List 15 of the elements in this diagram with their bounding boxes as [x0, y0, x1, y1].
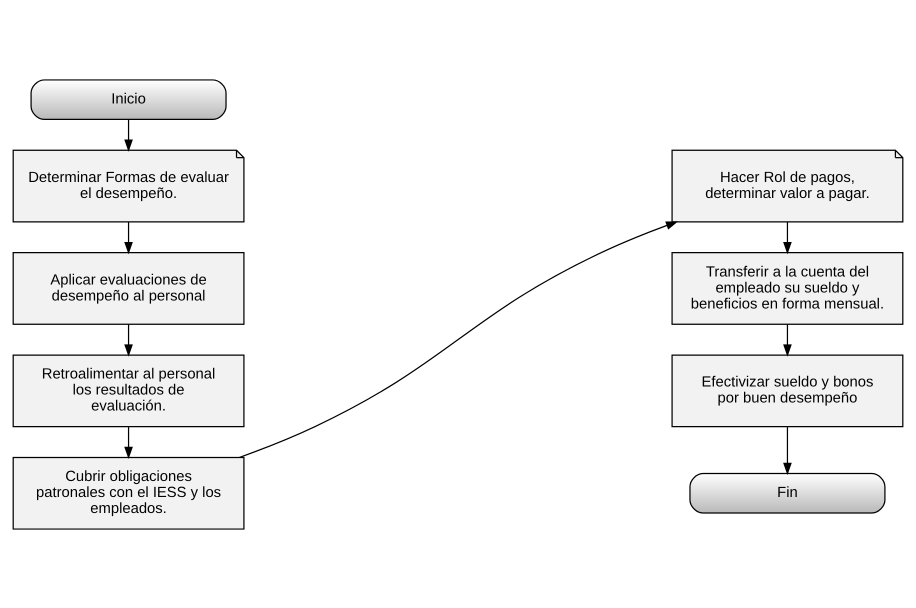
arrow [239, 220, 678, 458]
node-box: Efectivizar sueldo y bonos por buen desempeño [671, 354, 904, 427]
arrow [124, 119, 133, 152]
node-box: Retroalimentar al personal los resultados de evaluación. [12, 354, 245, 427]
arrow [124, 324, 133, 356]
arrow [783, 222, 792, 254]
node-box: Aplicar evaluaciones de desempeño al personal [12, 252, 245, 324]
node-box: Transferir a la cuenta del empleado su sueldo y beneficios en forma mensual. [671, 252, 904, 324]
node-box: Cubrir obligaciones patronales con el IESS y los empleados. [12, 456, 245, 530]
node-box: Fin [689, 472, 886, 514]
arrow [124, 222, 133, 254]
arrow [124, 426, 133, 459]
arrow [783, 324, 792, 356]
arrow [783, 426, 792, 475]
node-box: Inicio [30, 78, 227, 120]
